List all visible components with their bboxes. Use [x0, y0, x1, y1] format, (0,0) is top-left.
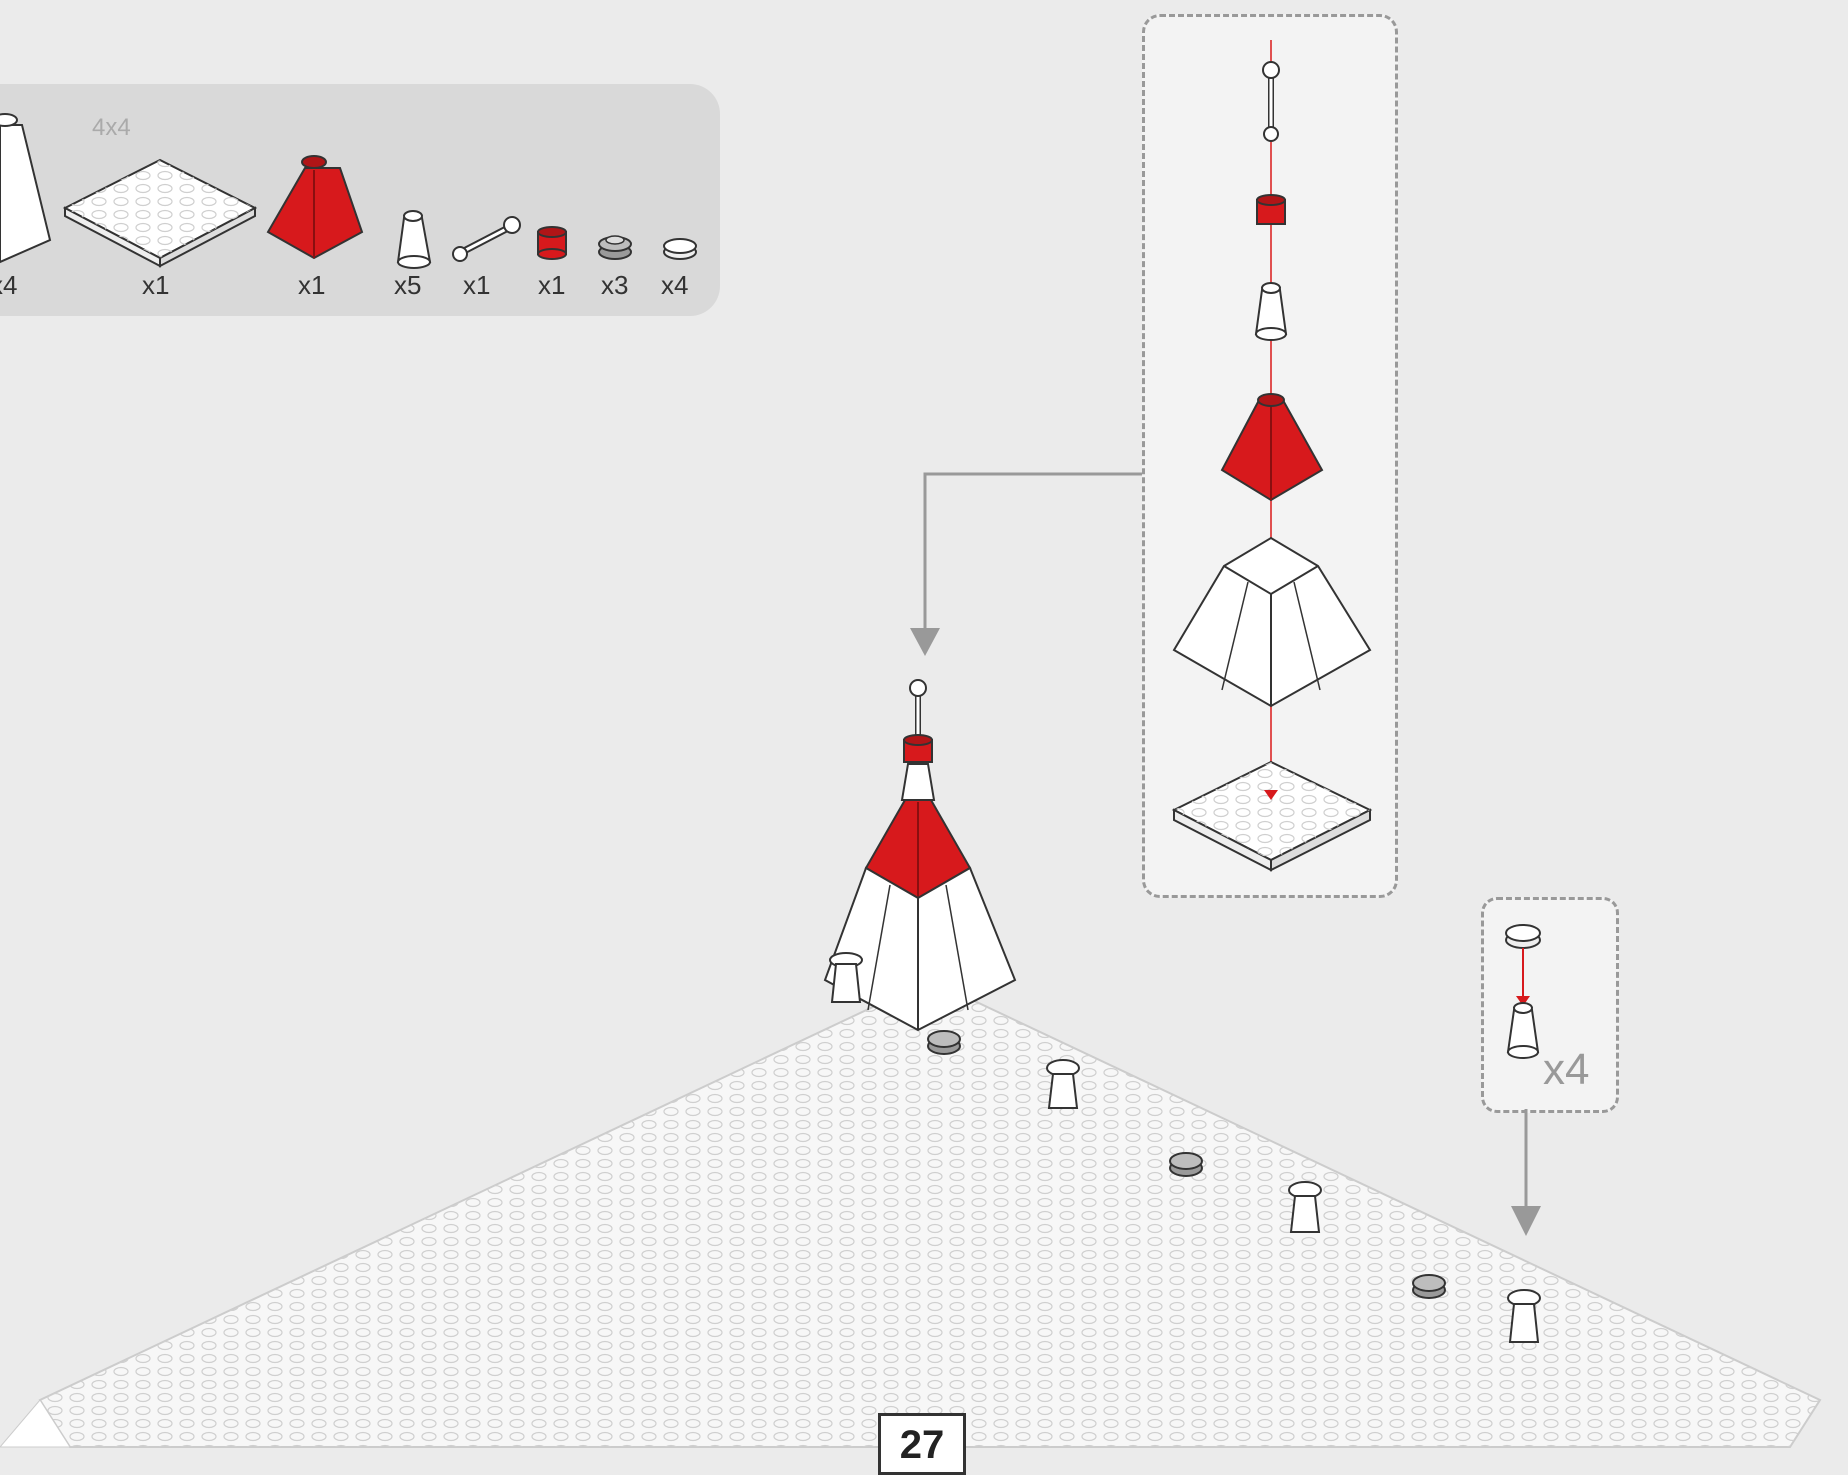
part-size-label: 4x4	[92, 114, 131, 141]
tile-on-cone-assembly	[1505, 924, 1541, 1059]
callout-arrow	[910, 472, 1142, 656]
step-number: 27	[878, 1413, 966, 1475]
bar-with-ball-icon	[452, 216, 521, 262]
cone-icon	[396, 210, 432, 269]
assembled-tower	[823, 679, 1017, 1032]
small-callout-arrow	[1511, 1109, 1541, 1236]
small-callout	[1481, 897, 1619, 1113]
round-tile-icon	[663, 238, 697, 260]
placed-parts	[927, 1030, 1541, 1343]
part-quantity: x1	[142, 270, 170, 300]
part-quantity: x1	[298, 270, 326, 300]
part-quantity: x3	[601, 270, 629, 300]
plate-4x4-icon	[62, 158, 258, 268]
red-round-brick-icon	[537, 226, 567, 260]
part-quantity: x1	[463, 270, 491, 300]
slope-brick-icon	[0, 113, 52, 264]
part-quantity: x5	[394, 270, 422, 300]
part-quantity: x4	[661, 270, 689, 300]
baseplate	[0, 978, 1822, 1448]
gray-round-plate-icon	[598, 235, 632, 260]
part-quantity: x4	[0, 270, 18, 300]
exploded-assembly	[1171, 40, 1373, 872]
part-quantity: x1	[538, 270, 566, 300]
callout-multiplier: x4	[1543, 1045, 1590, 1094]
red-slope-icon	[266, 155, 364, 260]
